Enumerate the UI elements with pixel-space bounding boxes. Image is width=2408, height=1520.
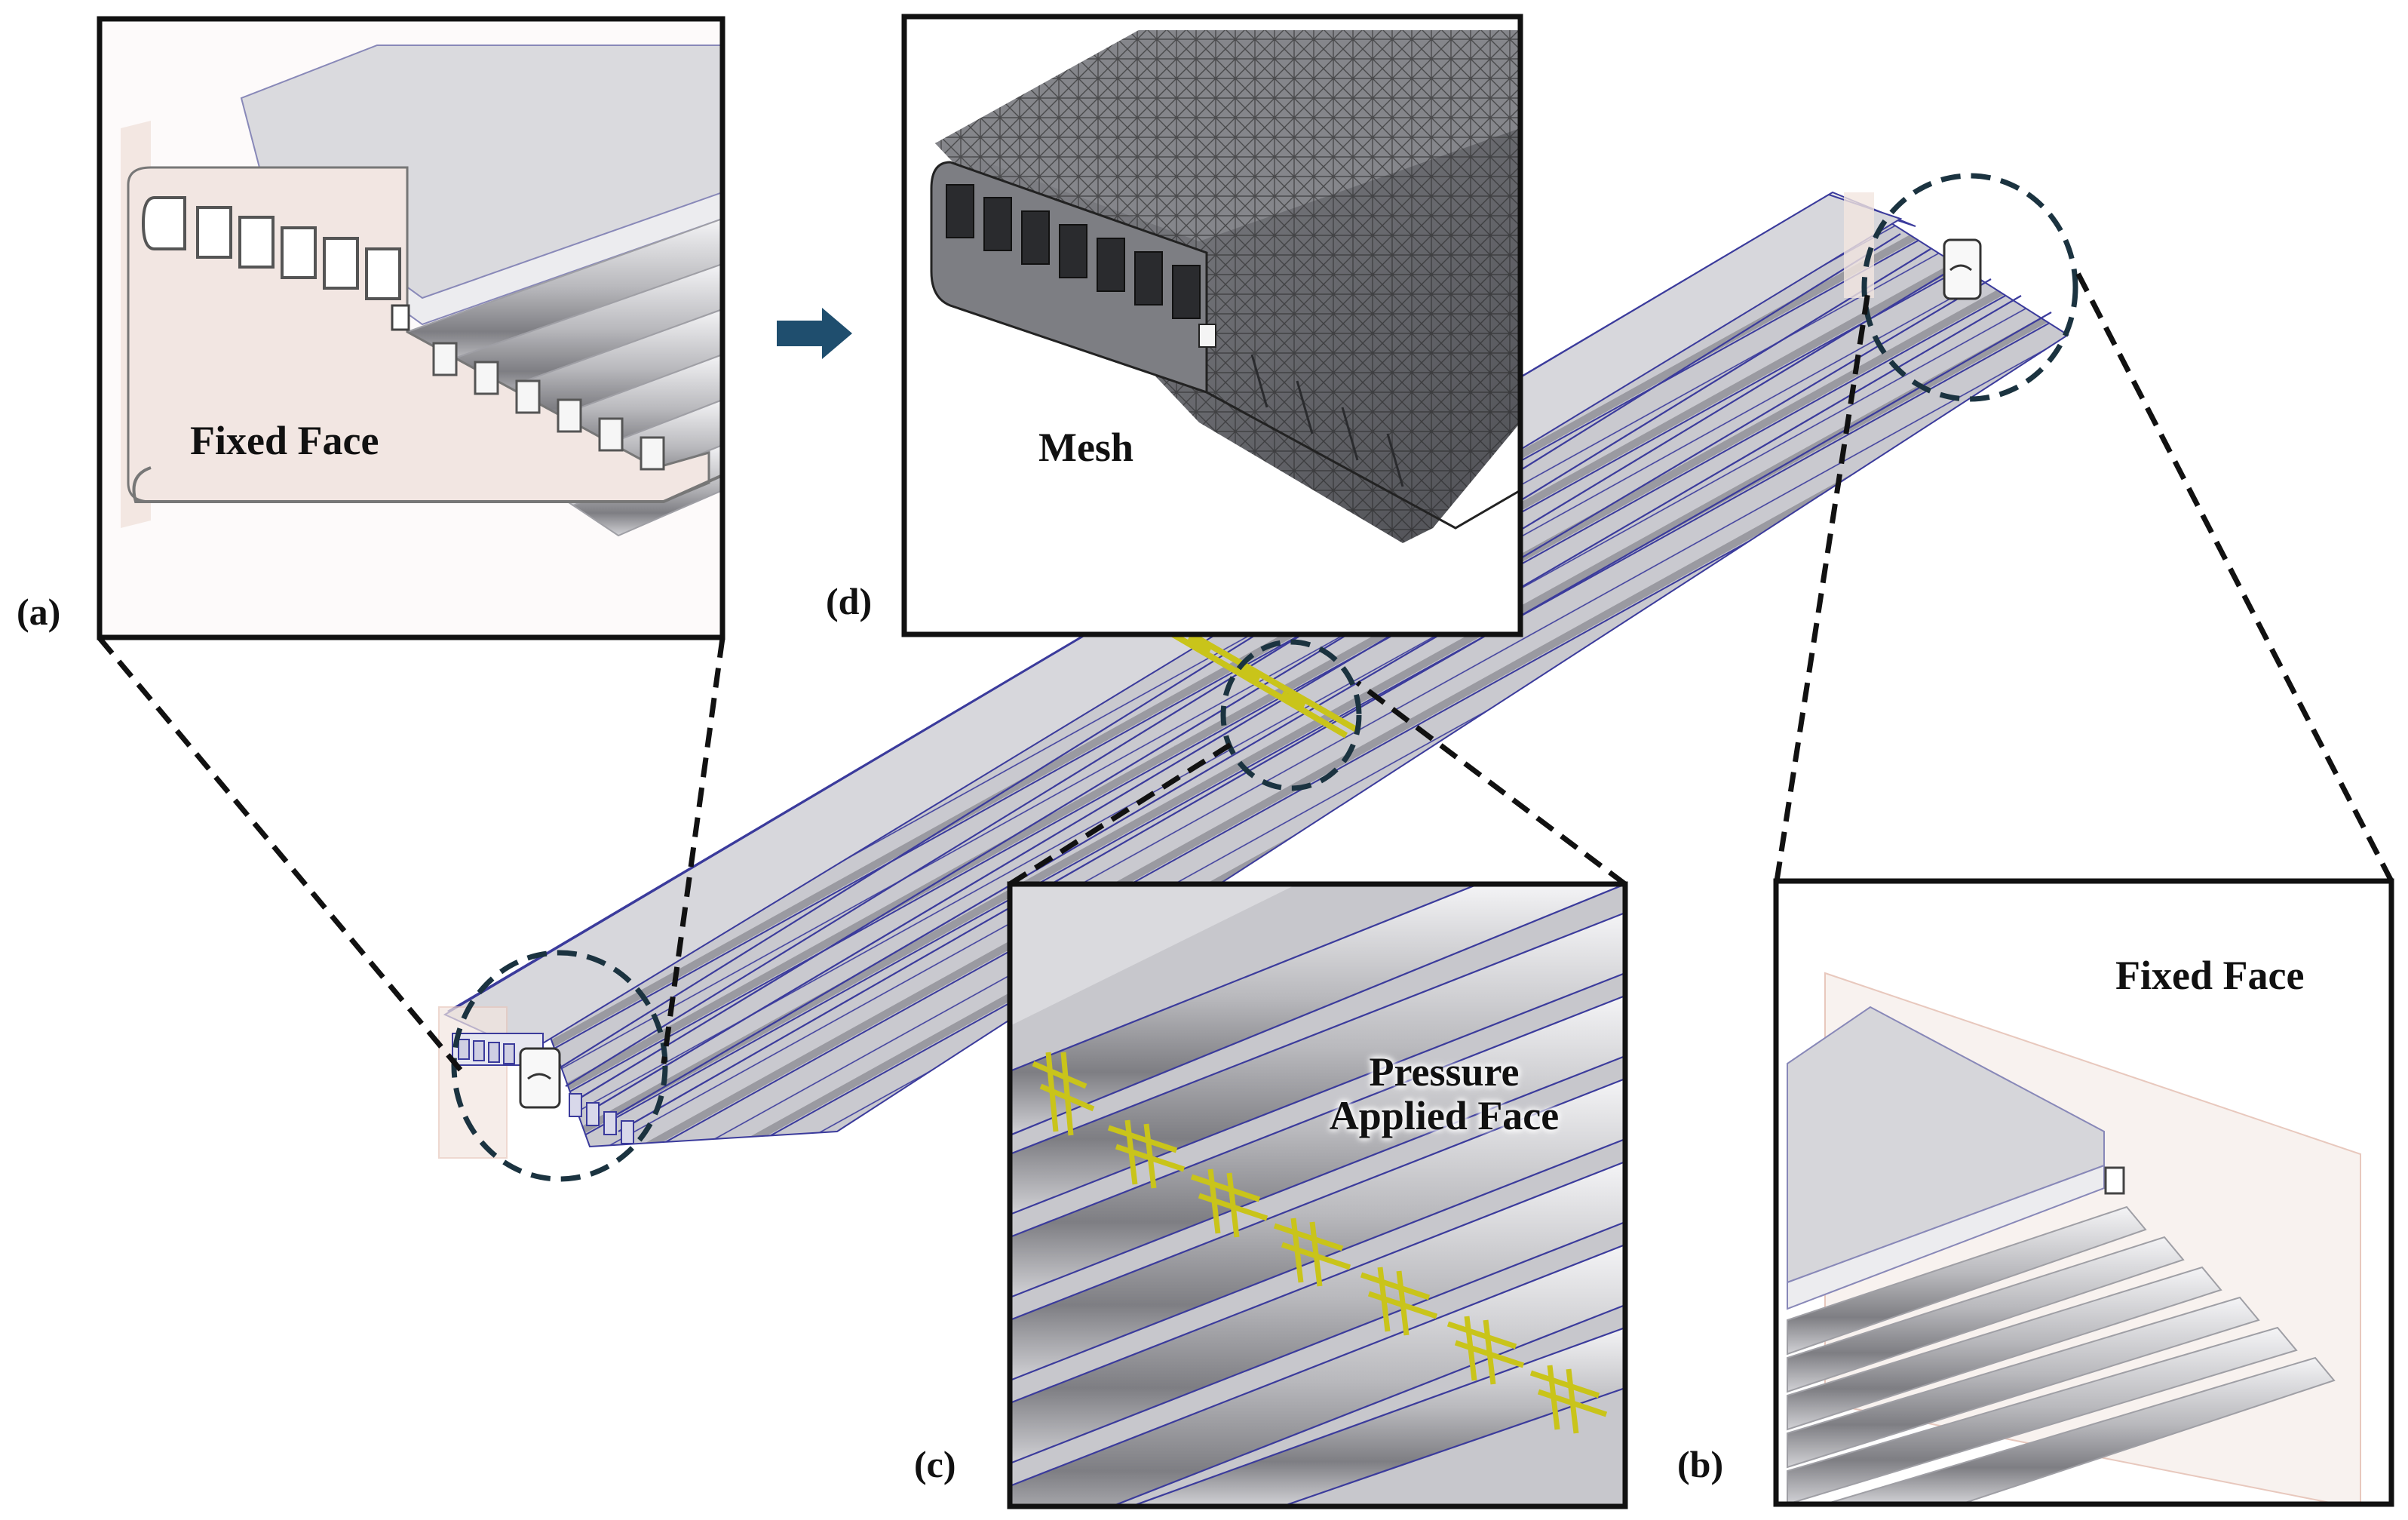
fixture-icon (391, 304, 410, 331)
pressure-marker (1360, 1267, 1438, 1336)
tube-right-end (1844, 192, 1982, 300)
fixture-icon (519, 1047, 561, 1109)
leader-lines (97, 267, 2394, 1073)
fixture-icon-right (1943, 238, 1982, 300)
pressure-marker (1446, 1316, 1525, 1385)
panel-c-tag: (c) (914, 1443, 956, 1485)
panel-d-tag: (d) (826, 580, 873, 622)
zoom-circle-right (1861, 173, 2078, 402)
fixture-icon (2104, 1166, 2125, 1195)
pressure-marker (1529, 1365, 1608, 1434)
panel-c-caption-line1: Pressure (1369, 1049, 1520, 1095)
panel-b-tag: (b) (1677, 1443, 1724, 1485)
zoom-circle-center (1220, 639, 1362, 791)
panel-c-caption: Pressure Applied Face (1297, 1050, 1591, 1138)
pressure-marker (1273, 1218, 1351, 1287)
right-arrow-icon (777, 308, 852, 359)
panel-b-caption: Fixed Face (2115, 953, 2305, 998)
panel-a-tag: (a) (17, 591, 61, 633)
panel-b (1773, 878, 2394, 1507)
panel-a-caption: Fixed Face (190, 418, 379, 463)
pressure-strip (1163, 623, 1359, 739)
panel-d-caption: Mesh (1038, 425, 1133, 470)
panel-c-caption-line2: Applied Face (1329, 1093, 1560, 1138)
panel-c (1007, 881, 1628, 1509)
pressure-marker (1032, 1052, 1095, 1136)
pressure-arrows-icon (1032, 1052, 1608, 1434)
pressure-marker (1107, 1119, 1186, 1189)
panel-a (97, 16, 725, 640)
panel-d (901, 14, 1523, 637)
pressure-marker (1190, 1168, 1268, 1238)
